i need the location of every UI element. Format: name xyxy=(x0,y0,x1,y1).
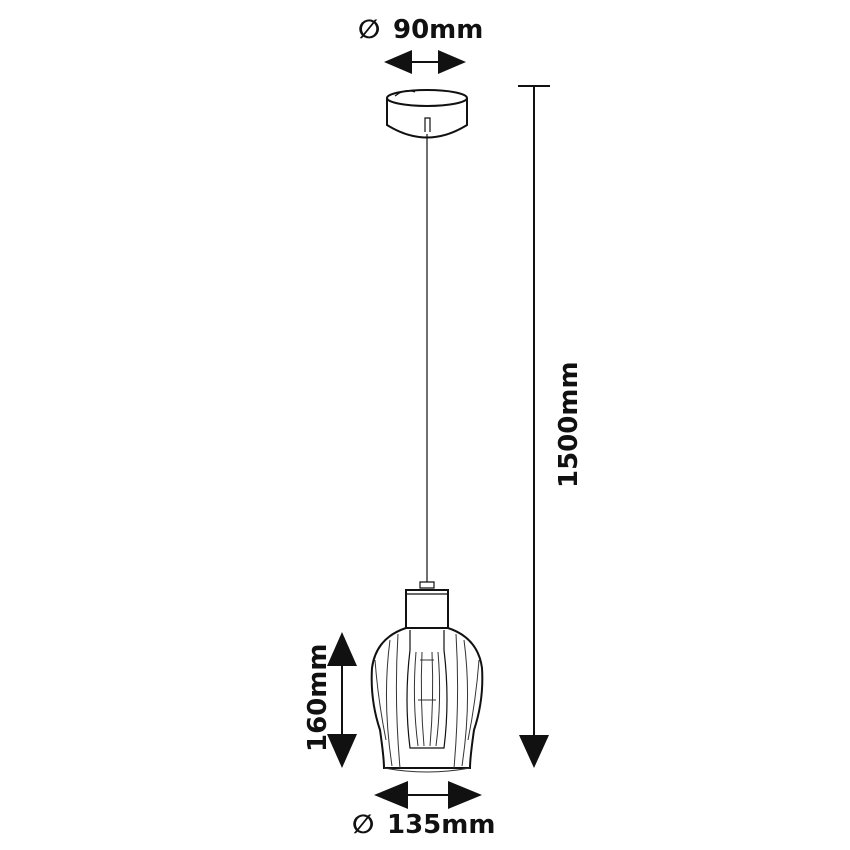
ceiling-canopy xyxy=(386,89,468,139)
canopy-width-arrow xyxy=(384,50,466,74)
diameter-symbol-bottom: ∅ xyxy=(352,810,374,840)
shade-height-dimension: 160mm xyxy=(303,632,357,768)
cable-length-value: 1500mm xyxy=(554,361,584,488)
overall-length-dimension: 1500mm xyxy=(518,85,584,768)
shade-diameter-value: 135mm xyxy=(387,810,495,840)
lamp-holder xyxy=(405,581,449,629)
shade-height-value: 160mm xyxy=(303,644,333,752)
diameter-symbol-top: ∅ xyxy=(358,15,380,45)
glass-shade xyxy=(370,627,484,773)
filament-bulb xyxy=(406,630,448,749)
canopy-diameter-value: 90mm xyxy=(393,15,483,45)
canopy-diameter-label: ∅ 90mm xyxy=(358,15,483,45)
shade-diameter-dimension: ∅ 135mm xyxy=(352,781,495,840)
